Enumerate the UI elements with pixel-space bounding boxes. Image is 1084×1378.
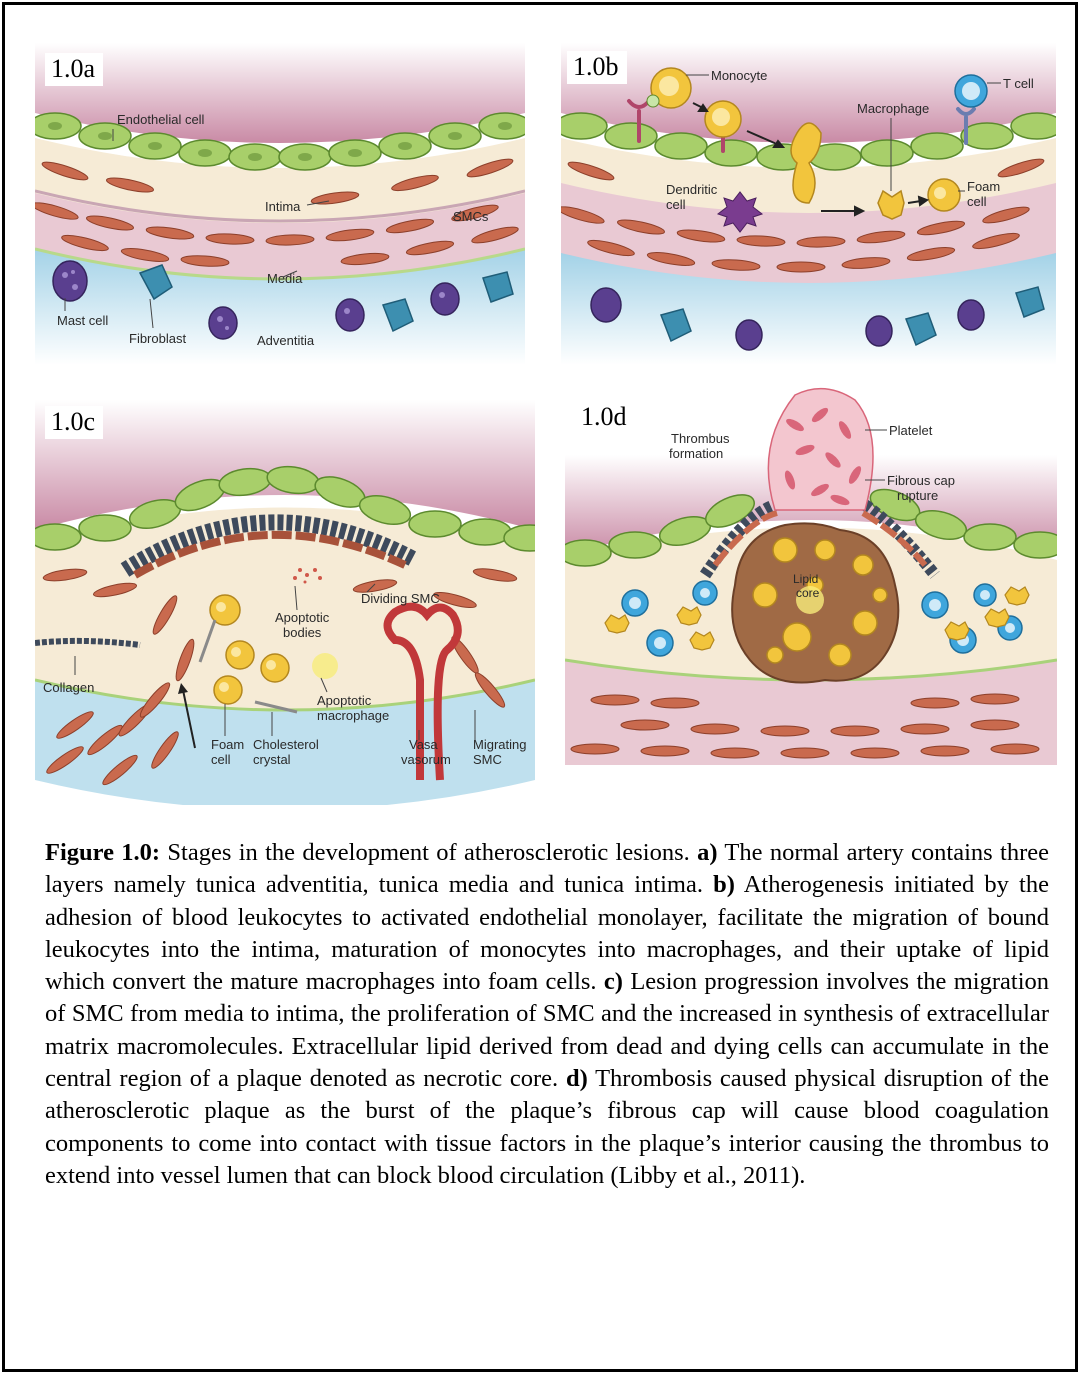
label-vasa-line2: vasorum [401,752,451,767]
label-migrating-line1: Migrating [473,737,526,752]
caption-c-label: c) [604,968,623,995]
label-t-cell: T cell [1003,76,1034,91]
label-platelet: Platelet [889,423,933,438]
label-macrophage: Macrophage [857,101,929,116]
label-apoptotic-bodies-line2: bodies [283,625,322,640]
label-rupture-line2: rupture [897,488,938,503]
label-rupture-line1: Fibrous cap [887,473,955,488]
label-collagen: Collagen [43,680,94,695]
label-apoptotic-bodies-line1: Apoptotic [275,610,330,625]
label-lipid-line1: Lipid [793,572,818,586]
label-foam: Foam [967,179,1000,194]
label-adventitia: Adventitia [257,333,315,348]
panel-b: Monocyte T cell Macrophage Dendritic cel… [561,43,1056,365]
label-migrating-line2: SMC [473,752,502,767]
panel-a: Endothelial cell Intima SMCs Media Mast … [35,43,525,365]
label-intima: Intima [265,199,301,214]
label-cholesterol-line1: Cholesterol [253,737,319,752]
label-smcs: SMCs [453,209,489,224]
panel-c-illustration: Dividing SMC Apoptotic bodies Collagen A… [35,400,535,805]
label-apoptotic-macrophage-line2: macrophage [317,708,389,723]
caption-d-label: d) [566,1065,588,1092]
caption-b-label: b) [713,871,735,898]
panel-b-illustration: Monocyte T cell Macrophage Dendritic cel… [561,43,1056,365]
label-dividing-smc: Dividing SMC [361,591,440,606]
label-dendritic-cell: cell [666,197,686,212]
label-apoptotic-macrophage-line1: Apoptotic [317,693,372,708]
label-dendritic: Dendritic [666,182,718,197]
label-endothelial-cell: Endothelial cell [117,112,205,127]
panel-d-illustration: Thrombus formation Platelet Fibrous cap … [565,385,1057,765]
label-thrombus-line2: formation [669,446,723,461]
label-fibroblast: Fibroblast [129,331,186,346]
panel-d: Thrombus formation Platelet Fibrous cap … [565,385,1057,765]
label-foam-line1: Foam [211,737,244,752]
panel-a-tag: 1.0a [45,53,103,86]
label-lipid-line2: core [796,586,820,600]
panel-c-tag: 1.0c [45,406,103,439]
panel-d-tag: 1.0d [575,401,635,434]
figure-caption: Figure 1.0: Stages in the development of… [45,837,1049,1192]
label-mast-cell: Mast cell [57,313,108,328]
panel-a-illustration: Endothelial cell Intima SMCs Media Mast … [35,43,525,365]
label-media: Media [267,271,303,286]
caption-figure-label: Figure 1.0: [45,839,160,866]
label-vasa-line1: Vasa [409,737,438,752]
panel-c: Dividing SMC Apoptotic bodies Collagen A… [35,400,535,805]
label-cholesterol-line2: crystal [253,752,291,767]
caption-intro: Stages in the development of atheroscler… [160,839,697,866]
label-thrombus-line1: Thrombus [671,431,730,446]
label-foam-cell: cell [967,194,987,209]
caption-a-label: a) [697,839,717,866]
label-foam-line2: cell [211,752,231,767]
panel-b-tag: 1.0b [567,51,627,84]
label-monocyte: Monocyte [711,68,767,83]
